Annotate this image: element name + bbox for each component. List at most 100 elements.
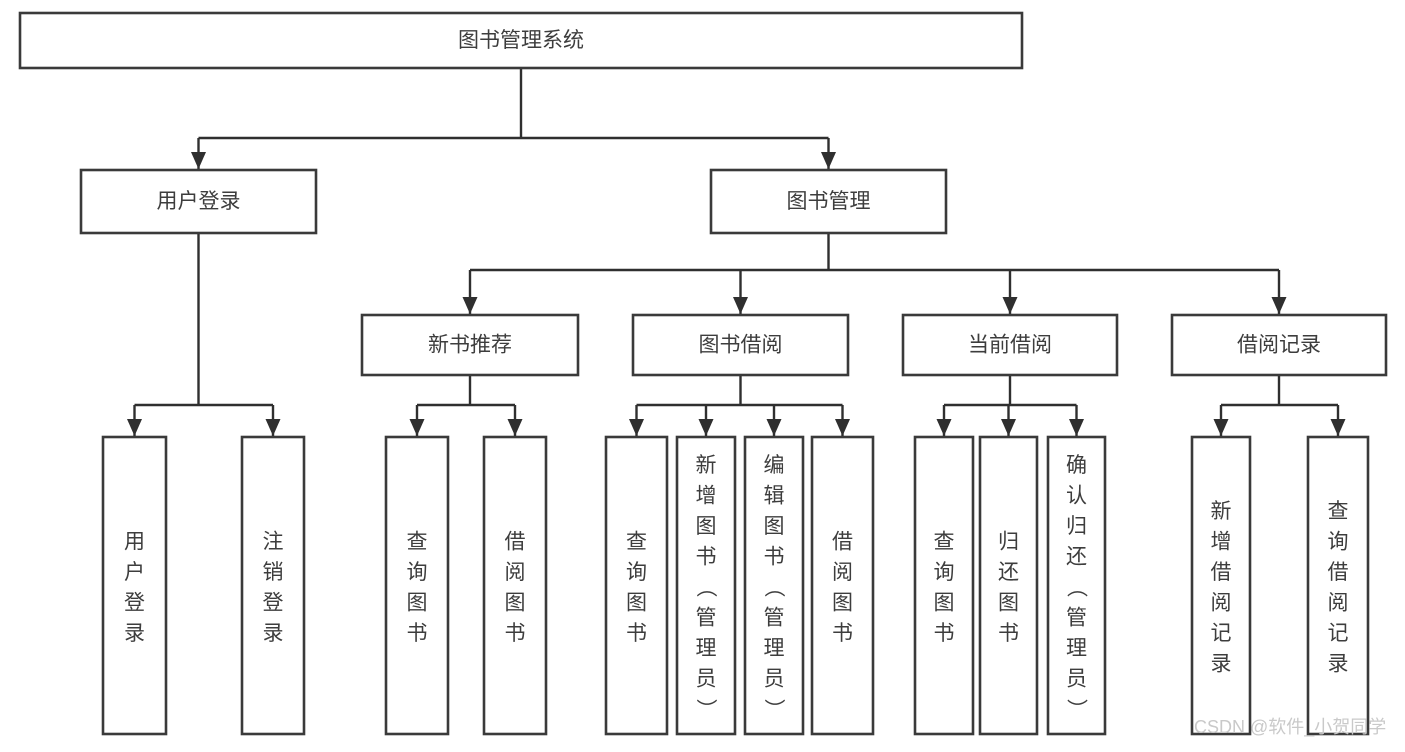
node-leaf-return-book-label-char: 还 (998, 561, 1019, 584)
node-borrow-record-box (1170, 313, 1388, 377)
node-leaf-confirm-return-label-char: 还 (1066, 546, 1087, 569)
node-leaf-query-book-3-box (913, 435, 975, 736)
node-leaf-user-login[interactable]: 用户登录 (101, 435, 168, 736)
node-leaf-edit-book-label-char: 书 (764, 546, 785, 569)
node-leaf-query-book-1-label-char: 查 (407, 530, 428, 553)
node-leaf-edit-book-label-char: 员 (764, 668, 785, 691)
node-book-borrow-box (631, 313, 850, 377)
node-leaf-edit-book-box (743, 435, 805, 736)
node-leaf-user-login-label-char: 用 (124, 530, 145, 553)
node-title-system[interactable]: 图书管理系统 (18, 11, 1024, 70)
node-leaf-edit-book-label-char: 辑 (764, 485, 785, 508)
node-leaf-logout-login-box (240, 435, 306, 736)
node-leaf-confirm-return-label-char: 确 (1066, 454, 1087, 477)
node-title-system-label: 图书管理系统 (458, 29, 584, 52)
node-leaf-query-book-3-label-char: 书 (934, 622, 955, 645)
node-leaf-query-book-3-label-char: 询 (934, 561, 955, 584)
node-leaf-confirm-return-label-char: 员 (1066, 668, 1087, 691)
arrow-head-icon (127, 419, 142, 436)
node-new-book-recommend[interactable]: 新书推荐 (360, 313, 580, 377)
node-current-borrow-label: 当前借阅 (968, 334, 1052, 357)
node-borrow-record[interactable]: 借阅记录 (1170, 313, 1388, 377)
arrow-head-icon (821, 152, 836, 169)
node-book-borrow[interactable]: 图书借阅 (631, 313, 850, 377)
node-leaf-query-borrow-record-label-char: 录 (1328, 652, 1349, 675)
node-book-manage[interactable]: 图书管理 (709, 168, 948, 235)
node-leaf-add-book-box (675, 435, 737, 736)
node-leaf-query-borrow-record-label-char: 借 (1328, 561, 1349, 584)
node-leaf-return-book-label-char: 书 (998, 622, 1019, 645)
arrow-head-icon (1001, 419, 1016, 436)
arrow-head-icon (265, 419, 281, 436)
node-title-system-box (18, 11, 1024, 70)
node-leaf-add-book-label-char: 增 (696, 485, 717, 508)
node-leaf-confirm-return-label-char: 理 (1066, 637, 1087, 660)
arrow-head-icon (1213, 419, 1229, 436)
node-leaf-borrow-book-1-box (482, 435, 548, 736)
node-current-borrow[interactable]: 当前借阅 (901, 313, 1119, 377)
arrow-head-icon (1271, 297, 1287, 314)
node-user-login[interactable]: 用户登录 (79, 168, 318, 235)
node-leaf-query-book-1-label-char: 图 (407, 591, 428, 614)
node-leaf-confirm-return-label-char: 管 (1066, 607, 1087, 630)
arrow-head-icon (629, 419, 644, 436)
node-leaf-add-borrow-record-box (1190, 435, 1252, 736)
node-leaf-add-borrow-record-label-char: 新 (1211, 500, 1232, 523)
arrow-head-icon (409, 419, 425, 436)
node-leaf-edit-book-label-char: 图 (764, 515, 785, 538)
node-leaf-add-book-label-char: 图 (696, 515, 717, 538)
node-leaf-add-borrow-record-label-char: 录 (1211, 652, 1232, 675)
node-leaf-query-borrow-record-label-char: 阅 (1328, 591, 1349, 614)
node-layer: 图书管理系统用户登录图书管理新书推荐图书借阅当前借阅借阅记录用户登录注销登录查询… (18, 11, 1388, 736)
node-leaf-query-book-2-label-char: 询 (626, 561, 647, 584)
node-leaf-query-borrow-record-label-char: 查 (1328, 500, 1349, 523)
arrow-head-icon (936, 419, 952, 436)
node-leaf-logout-login-label-char: 登 (263, 591, 284, 614)
node-leaf-borrow-book-1-label-char: 借 (505, 530, 526, 553)
node-leaf-borrow-book-2-label-char: 阅 (832, 561, 853, 584)
node-leaf-confirm-return-label-char: （ (1065, 577, 1088, 598)
node-user-login-box (79, 168, 318, 235)
node-leaf-edit-book-label-char: 理 (764, 637, 785, 660)
node-leaf-confirm-return-label-char: ） (1065, 699, 1088, 720)
node-leaf-user-login-label-char: 登 (124, 591, 145, 614)
node-leaf-query-book-2-label-char: 查 (626, 530, 647, 553)
node-new-book-recommend-label: 新书推荐 (428, 334, 512, 357)
node-leaf-add-book-label-char: 管 (696, 607, 717, 630)
node-leaf-confirm-return-box (1046, 435, 1107, 736)
node-leaf-user-login-box (101, 435, 168, 736)
node-leaf-user-login-label-char: 户 (124, 561, 145, 584)
node-leaf-add-borrow-record-label-char: 阅 (1211, 591, 1232, 614)
arrow-head-icon (1330, 419, 1346, 436)
node-leaf-return-book-label-char: 图 (998, 591, 1019, 614)
node-leaf-query-book-1-label-char: 询 (407, 561, 428, 584)
node-leaf-borrow-book-2-box (810, 435, 875, 736)
node-leaf-confirm-return-label-char: 认 (1066, 485, 1087, 508)
arrow-head-icon (835, 419, 850, 436)
node-leaf-query-book-3-label-char: 查 (934, 530, 955, 553)
node-leaf-query-book-2-label-char: 书 (626, 622, 647, 645)
node-leaf-confirm-return-label-char: 归 (1066, 515, 1087, 538)
node-book-borrow-label: 图书借阅 (699, 334, 783, 357)
node-leaf-return-book-label-char: 归 (998, 530, 1019, 553)
node-leaf-query-book-2-box (604, 435, 669, 736)
node-leaf-add-borrow-record-label-char: 记 (1211, 622, 1232, 645)
node-current-borrow-box (901, 313, 1119, 377)
arrow-head-icon (1069, 419, 1084, 436)
node-leaf-logout-login-label-char: 销 (263, 561, 284, 584)
node-leaf-borrow-book-1-label-char: 阅 (505, 561, 526, 584)
node-leaf-add-book-label-char: 理 (696, 637, 717, 660)
